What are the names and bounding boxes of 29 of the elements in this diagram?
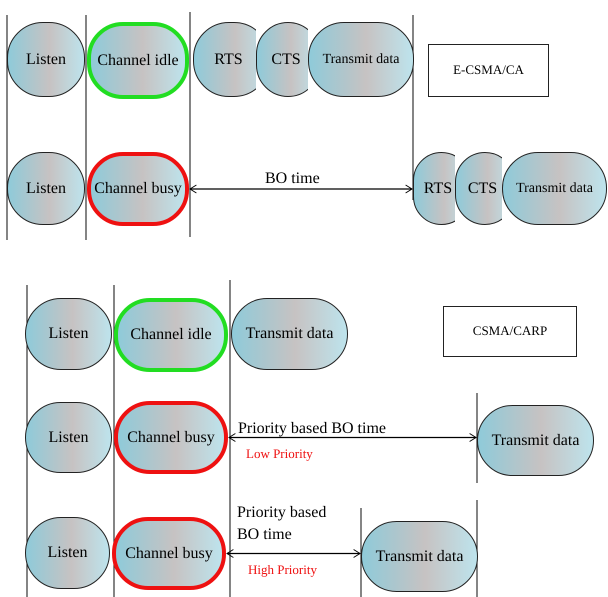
protocol-label-box: CSMA/CARP <box>443 306 577 357</box>
step-pill: Listen <box>25 402 112 473</box>
step-pill: Listen <box>7 152 85 225</box>
priority-label: Low Priority <box>246 447 313 460</box>
protocol-label-box: E-CSMA/CA <box>428 44 549 97</box>
step-pill: Listen <box>25 517 110 589</box>
step-pill: RTS <box>193 22 256 97</box>
edge-label: Priority based BO time <box>238 419 387 439</box>
step-pill: Transmit data <box>231 298 348 370</box>
state-pill: Channel idle <box>87 22 189 99</box>
step-pill: Transmit data <box>308 22 414 97</box>
step-pill: Transmit data <box>502 152 607 225</box>
state-pill: Channel busy <box>114 401 228 474</box>
state-pill: Channel busy <box>112 517 226 590</box>
priority-label: High Priority <box>248 563 317 576</box>
step-pill: CTS <box>256 22 308 97</box>
double-arrow <box>226 549 360 558</box>
edge-label: Priority based BO time <box>237 503 328 545</box>
double-arrow <box>228 433 476 442</box>
step-pill: CTS <box>455 152 502 225</box>
step-pill: Listen <box>25 298 112 370</box>
edge-label: BO time <box>265 169 321 189</box>
step-pill: Listen <box>7 22 85 97</box>
step-pill: Transmit data <box>477 405 594 476</box>
double-arrow <box>190 184 412 194</box>
step-pill: RTS <box>413 152 455 225</box>
state-pill: Channel idle <box>114 298 228 372</box>
step-pill: Transmit data <box>361 521 478 592</box>
state-pill: Channel busy <box>87 152 189 226</box>
